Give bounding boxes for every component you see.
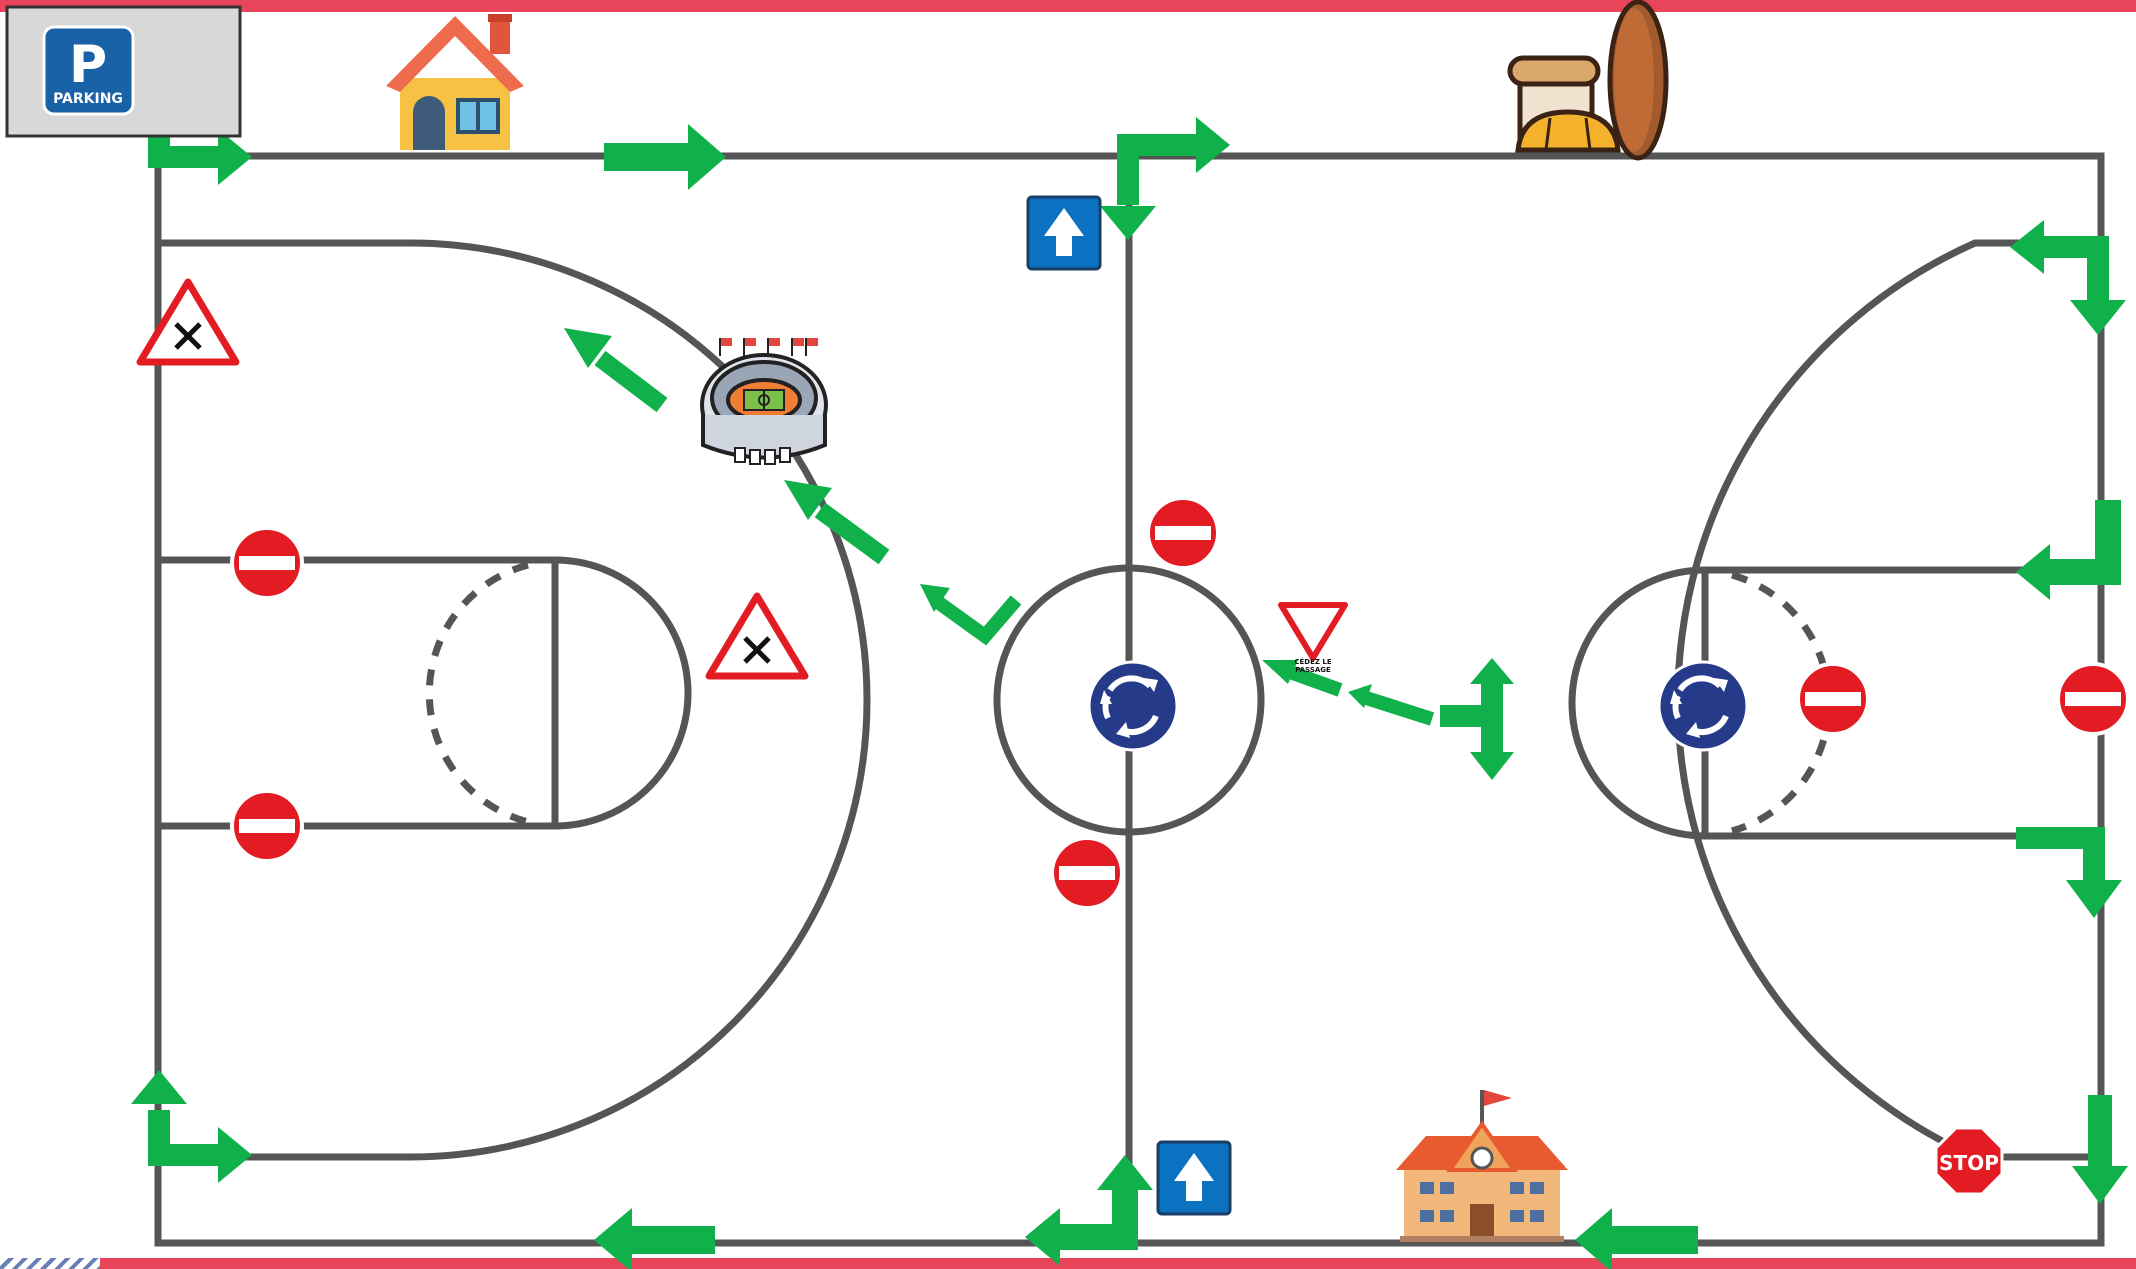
left-free-throw-arc-dashed (429, 565, 528, 822)
no-entry-sign-icon (1798, 664, 1868, 734)
direction-arrow-icon (1262, 660, 1432, 719)
direction-arrow-icon (2016, 838, 2122, 918)
no-entry-sign-icon (232, 528, 302, 598)
no-entry-sign-icon (232, 791, 302, 861)
no-entry-sign-icon (2058, 664, 2128, 734)
no-entry-sign-icon (1148, 498, 1218, 568)
house-icon (386, 14, 524, 150)
parking-letter: P (69, 35, 107, 95)
yield-text-line2: PASSAGE (1295, 666, 1331, 674)
stop-text: STOP (1939, 1151, 1999, 1175)
direction-arrow-icon (1440, 658, 1514, 780)
direction-arrow-icon (1100, 117, 1230, 240)
one-way-sign-icon (1158, 1142, 1230, 1214)
roundabout-sign-icon (1089, 662, 1177, 750)
direction-arrow-icon (2072, 1095, 2128, 1204)
one-way-sign-icon (1028, 197, 1100, 269)
direction-arrow-icon (564, 328, 662, 405)
stop-sign-icon: STOP (1936, 1128, 2002, 1194)
school-icon (1396, 1090, 1568, 1242)
direction-arrow-icon (1025, 1155, 1153, 1266)
roundabout-sign-icon (1659, 662, 1747, 750)
priority-crossroads-sign-icon (709, 596, 805, 676)
stadium-icon (702, 338, 826, 464)
parking-sign-icon: P PARKING (7, 7, 240, 136)
direction-arrow-icon (604, 124, 726, 190)
left-key (160, 560, 555, 826)
yield-text-line1: CÉDEZ LE (1294, 657, 1331, 666)
direction-arrow-icon (2010, 220, 2126, 335)
priority-crossroads-sign-icon (140, 282, 236, 362)
direction-arrow-icon (1575, 1208, 1698, 1269)
right-key (1705, 570, 2098, 836)
parking-word: PARKING (53, 91, 123, 107)
direction-arrow-icon (594, 1208, 715, 1269)
direction-arrow-icon (131, 1070, 252, 1183)
bakery-icon (1510, 2, 1666, 158)
no-entry-sign-icon (1052, 838, 1122, 908)
direction-arrow-icon (784, 480, 884, 557)
direction-arrow-icon (2016, 500, 2108, 600)
left-free-throw-arc (555, 560, 688, 826)
direction-arrow-icon (920, 584, 1016, 636)
